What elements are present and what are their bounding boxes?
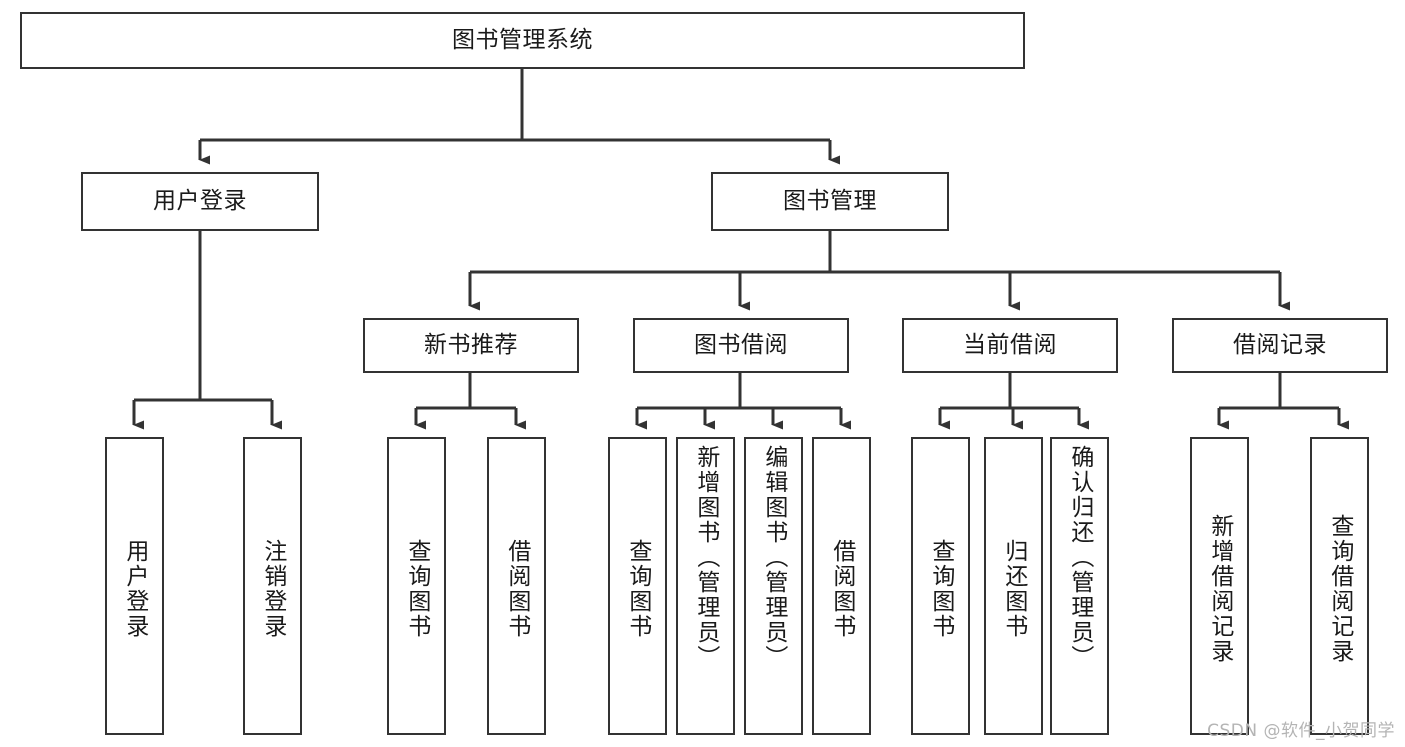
node-new-book-recommend[interactable]: 新书推荐 <box>363 318 579 373</box>
node-user-login[interactable]: 用户登录 <box>81 172 319 231</box>
node-root-system[interactable]: 图书管理系统 <box>20 12 1025 69</box>
leaf-query-borrow-record-label: 查询借阅记录 <box>1326 514 1353 664</box>
leaf-query-borrow-record[interactable]: 查询借阅记录 <box>1310 437 1369 735</box>
leaf-logout-login-label: 注销登录 <box>259 539 286 639</box>
leaf-add-borrow-record-label: 新增借阅记录 <box>1206 514 1233 664</box>
node-book-borrow[interactable]: 图书借阅 <box>633 318 849 373</box>
leaf-query-book-current-label: 查询图书 <box>927 539 954 639</box>
node-book-borrow-label: 图书借阅 <box>694 332 788 359</box>
node-current-borrow[interactable]: 当前借阅 <box>902 318 1118 373</box>
node-book-management[interactable]: 图书管理 <box>711 172 949 231</box>
leaf-add-book-admin-label: 新增图书（管理员） <box>692 445 719 670</box>
node-current-borrow-label: 当前借阅 <box>963 332 1057 359</box>
leaf-confirm-return-admin[interactable]: 确认归还（管理员） <box>1050 437 1109 735</box>
node-book-management-label: 图书管理 <box>783 188 877 215</box>
leaf-logout-login[interactable]: 注销登录 <box>243 437 302 735</box>
leaf-query-book-borrow-label: 查询图书 <box>624 539 651 639</box>
leaf-add-borrow-record[interactable]: 新增借阅记录 <box>1190 437 1249 735</box>
leaf-edit-book-admin-label: 编辑图书（管理员） <box>760 445 787 670</box>
node-borrow-record[interactable]: 借阅记录 <box>1172 318 1388 373</box>
leaf-borrow-book-newbook-label: 借阅图书 <box>503 539 530 639</box>
node-new-book-recommend-label: 新书推荐 <box>424 332 518 359</box>
node-user-login-label: 用户登录 <box>153 188 247 215</box>
leaf-confirm-return-admin-label: 确认归还（管理员） <box>1066 445 1093 670</box>
leaf-add-book-admin[interactable]: 新增图书（管理员） <box>676 437 735 735</box>
csdn-watermark: CSDN @软件_小贺同学 <box>1207 721 1395 741</box>
node-root-system-label: 图书管理系统 <box>452 27 593 54</box>
leaf-query-book-borrow[interactable]: 查询图书 <box>608 437 667 735</box>
leaf-user-login-label: 用户登录 <box>121 539 148 639</box>
leaf-borrow-book-borrow[interactable]: 借阅图书 <box>812 437 871 735</box>
node-borrow-record-label: 借阅记录 <box>1233 332 1327 359</box>
leaf-return-book[interactable]: 归还图书 <box>984 437 1043 735</box>
leaf-borrow-book-newbook[interactable]: 借阅图书 <box>487 437 546 735</box>
leaf-query-book-newbook[interactable]: 查询图书 <box>387 437 446 735</box>
leaf-query-book-newbook-label: 查询图书 <box>403 539 430 639</box>
leaf-return-book-label: 归还图书 <box>1000 539 1027 639</box>
leaf-user-login[interactable]: 用户登录 <box>105 437 164 735</box>
leaf-query-book-current[interactable]: 查询图书 <box>911 437 970 735</box>
leaf-edit-book-admin[interactable]: 编辑图书（管理员） <box>744 437 803 735</box>
leaf-borrow-book-borrow-label: 借阅图书 <box>828 539 855 639</box>
